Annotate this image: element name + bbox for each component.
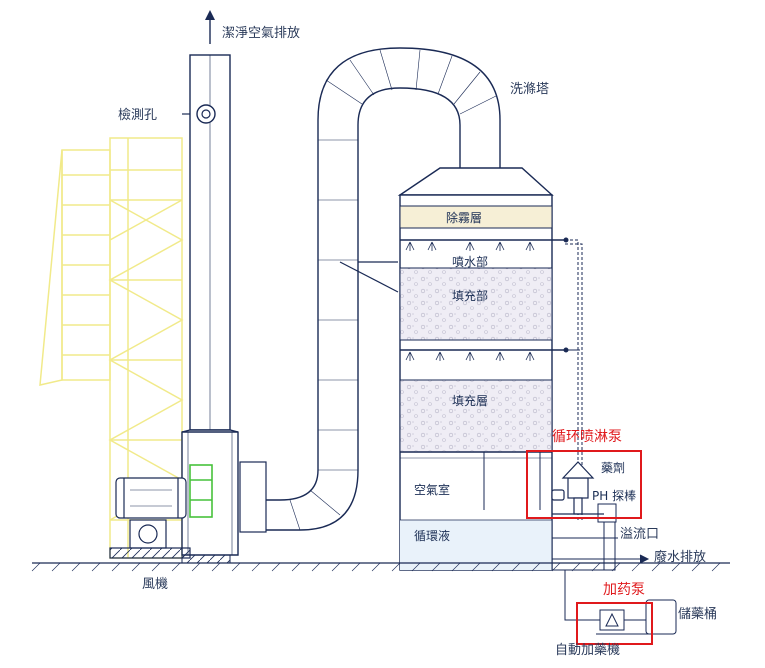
agent-tank: [551, 503, 617, 571]
fan: [109, 477, 191, 559]
label-waste-water: 廢水排放: [654, 550, 706, 565]
internal-pipes: [483, 452, 541, 510]
exhaust-stack: [181, 54, 239, 556]
label-agent: 藥劑: [601, 460, 625, 475]
label-inspection-hole: 檢測孔: [118, 107, 157, 123]
label-air-chamber: 空氣室: [414, 482, 450, 497]
annotation-circulation-pump: 循环喷淋泵: [552, 429, 622, 445]
circulation-pump: [551, 461, 604, 515]
label-spray-section: 噴水部: [452, 254, 488, 269]
label-dosing-machine: 自動加藥機: [555, 643, 620, 658]
label-overflow: 溢流口: [620, 527, 659, 542]
label-storage-tank: 儲藥桶: [678, 607, 717, 622]
dosing-pump-highlight: [576, 602, 653, 645]
overflow-pipe: [552, 537, 650, 564]
label-packing-section: 填充部: [452, 288, 488, 303]
label-demister: 除霧層: [446, 210, 482, 225]
riser-pipe: [563, 237, 583, 520]
label-clean-air-exhaust: 潔淨空氣排放: [222, 26, 300, 41]
fan-base: [181, 554, 231, 564]
duct: [239, 47, 501, 533]
fan-housing-green: [189, 464, 213, 518]
duct-support: [339, 261, 399, 293]
tower-roof: [397, 167, 554, 196]
spray-nozzles: [405, 241, 535, 361]
dosing-line: [564, 570, 677, 635]
label-fan: 風機: [142, 577, 168, 592]
annotation-dosing-pump: 加药泵: [603, 582, 645, 598]
scrubber-tower-body: [399, 194, 565, 571]
exhaust-arrow-icon: [205, 10, 215, 44]
label-packing-layer: 填充層: [452, 393, 488, 408]
label-circulating-liquid: 循環液: [414, 528, 450, 543]
inspection-hole-icon: [182, 104, 216, 124]
ground: [31, 562, 730, 572]
label-scrubber-tower: 洗滌塔: [510, 81, 549, 97]
yellow-support-frame: [39, 137, 184, 559]
circulation-pump-highlight: [526, 450, 642, 519]
label-ph-meter: PH 探棒: [592, 489, 636, 503]
